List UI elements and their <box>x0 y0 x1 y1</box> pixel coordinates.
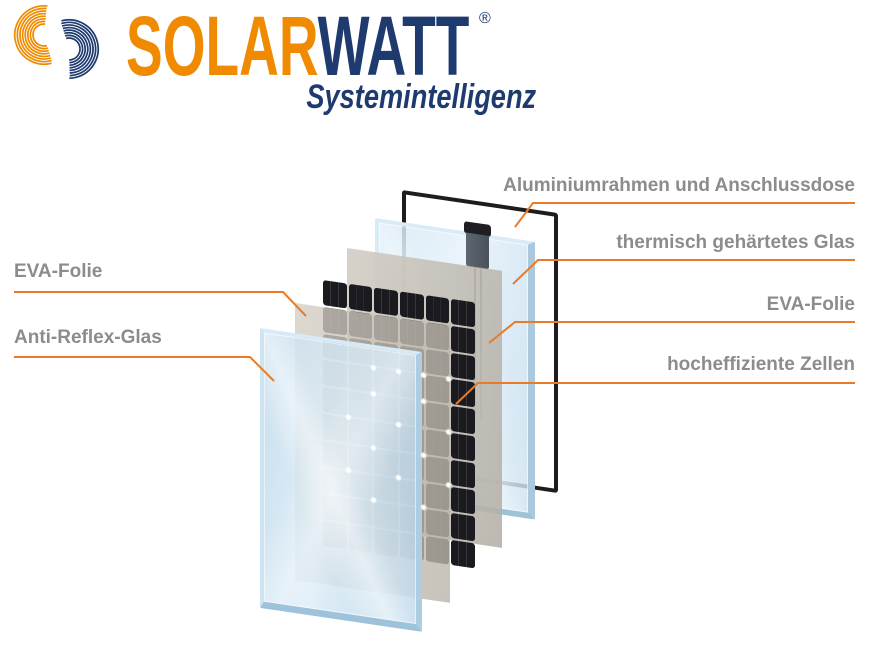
label-cells: hocheffiziente Zellen <box>667 354 855 375</box>
layer-anti-reflex-glass <box>260 328 422 632</box>
brand-wordmark-solar: SOLAR <box>126 0 318 93</box>
brand-wordmark-watt: WATT <box>317 0 470 93</box>
solar-cell <box>451 513 475 542</box>
solar-cell <box>451 432 475 462</box>
leader-line-anti-reflex <box>14 356 275 382</box>
glass-sheen <box>264 332 416 625</box>
leader-line-tempered-glass <box>512 259 855 285</box>
label-eva-front: EVA-Folie <box>14 261 103 282</box>
solar-cell <box>451 459 475 489</box>
solar-cell <box>451 486 475 515</box>
brand-wordmark: SOLARWATT <box>126 2 469 90</box>
solar-cell <box>425 295 450 324</box>
solar-cell <box>399 291 424 320</box>
solar-cell <box>451 352 475 381</box>
solar-cell <box>451 406 475 435</box>
leader-line-eva-front <box>14 291 307 317</box>
label-tempered-glass: thermisch gehärtetes Glas <box>616 232 855 253</box>
leader-line-aluminium-frame <box>514 202 855 228</box>
label-eva-back: EVA-Folie <box>766 294 855 315</box>
brand-tagline: Systemintelligenz <box>306 78 537 116</box>
solar-cell <box>323 280 347 309</box>
label-anti-reflex: Anti-Reflex-Glas <box>14 327 162 348</box>
solar-cell <box>451 298 475 328</box>
label-aluminium-frame: Aluminiumrahmen und Anschlussdose <box>503 175 855 196</box>
solarwatt-swirl-logo-icon <box>13 4 100 80</box>
solar-cell <box>451 379 475 408</box>
solar-cell <box>451 325 475 355</box>
registered-trademark-icon: ® <box>479 10 491 27</box>
solar-cell <box>451 540 475 569</box>
junction-box <box>466 232 489 270</box>
solar-cell <box>374 287 398 316</box>
solar-cell <box>348 283 373 313</box>
